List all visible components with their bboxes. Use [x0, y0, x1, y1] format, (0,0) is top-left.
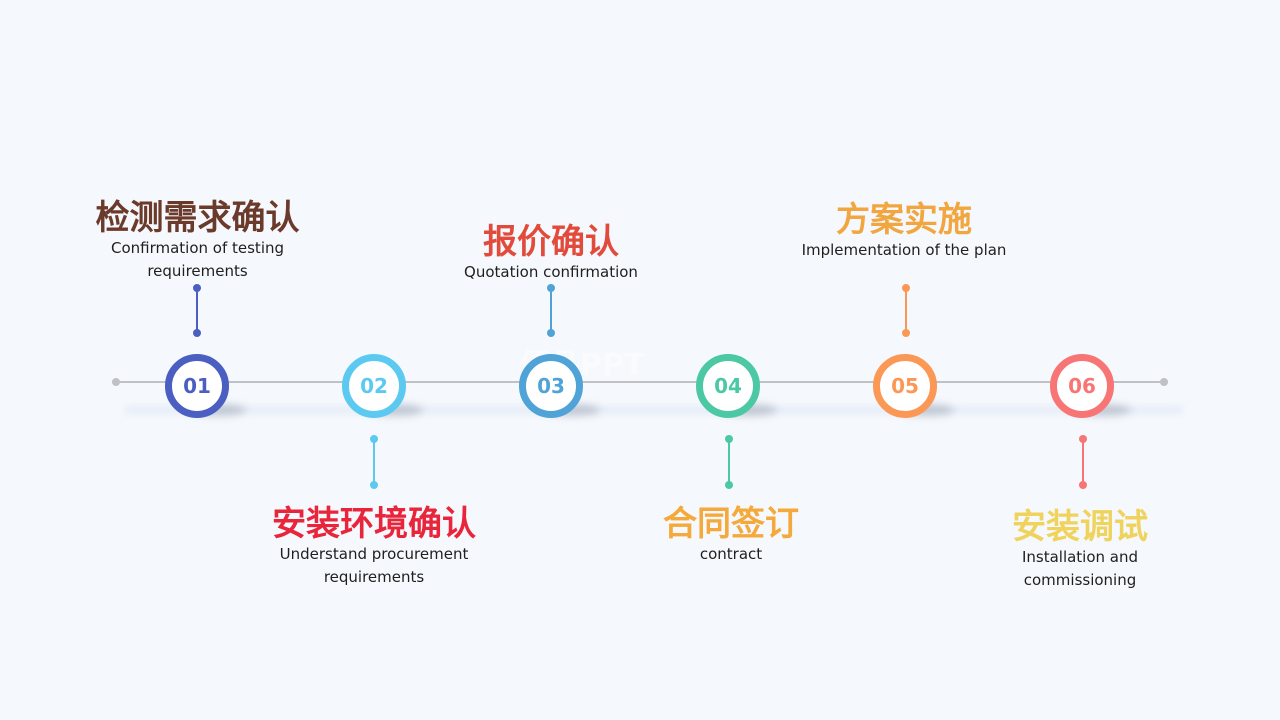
step-description: contract	[699, 545, 763, 563]
step-title: 报价确认	[483, 222, 619, 262]
connector-dot	[725, 481, 733, 489]
step-node-02: 02	[342, 354, 406, 418]
step-label-02: 安装环境确认 Understand procurement requiremen…	[236, 505, 512, 589]
connector-dot	[725, 435, 733, 443]
connector-line	[905, 288, 907, 332]
timeline-end-dot	[1160, 378, 1168, 386]
step-node-06: 06	[1050, 354, 1114, 418]
timeline-axis	[116, 381, 1164, 383]
connector-line	[373, 439, 375, 485]
connector-dot	[1079, 481, 1087, 489]
step-label-03: 报价确认 Quotation confirmation	[440, 223, 662, 284]
connector-dot	[902, 329, 910, 337]
step-label-04: 合同签订 contract	[630, 505, 832, 566]
step-number: 03	[537, 374, 565, 398]
timeline-shadow	[126, 406, 1182, 414]
step-description: Implementation of the plan	[801, 241, 1007, 259]
step-title: 检测需求确认	[95, 198, 300, 238]
step-node-01: 01	[165, 354, 229, 418]
timeline-start-dot	[112, 378, 120, 386]
step-number: 06	[1068, 374, 1096, 398]
step-node-05: 05	[873, 354, 937, 418]
connector-dot	[547, 284, 555, 292]
connector-dot	[370, 481, 378, 489]
step-label-05: 方案实施 Implementation of the plan	[776, 201, 1032, 262]
step-number: 02	[360, 374, 388, 398]
connector-dot	[370, 435, 378, 443]
step-number: 04	[714, 374, 742, 398]
connector-dot	[193, 284, 201, 292]
step-description: Understand procurement requirements	[279, 545, 469, 586]
connector-dot	[1079, 435, 1087, 443]
step-title: 安装调试	[1012, 507, 1148, 547]
step-title: 方案实施	[836, 200, 972, 240]
step-number: 01	[183, 374, 211, 398]
connector-line	[1082, 439, 1084, 485]
step-label-01: 检测需求确认 Confirmation of testing requireme…	[60, 199, 335, 283]
step-node-04: 04	[696, 354, 760, 418]
connector-line	[196, 288, 198, 332]
connector-dot	[902, 284, 910, 292]
step-number: 05	[891, 374, 919, 398]
connector-dot	[193, 329, 201, 337]
step-description: Installation and commissioning	[1021, 548, 1139, 589]
step-title: 合同签订	[663, 504, 799, 544]
step-node-03: 03	[519, 354, 583, 418]
step-label-06: 安装调试 Installation and commissioning	[985, 508, 1175, 592]
step-description: Quotation confirmation	[464, 263, 638, 281]
connector-line	[550, 288, 552, 332]
step-title: 安装环境确认	[272, 504, 476, 544]
connector-dot	[547, 329, 555, 337]
step-description: Confirmation of testing requirements	[110, 239, 285, 280]
connector-line	[728, 439, 730, 485]
